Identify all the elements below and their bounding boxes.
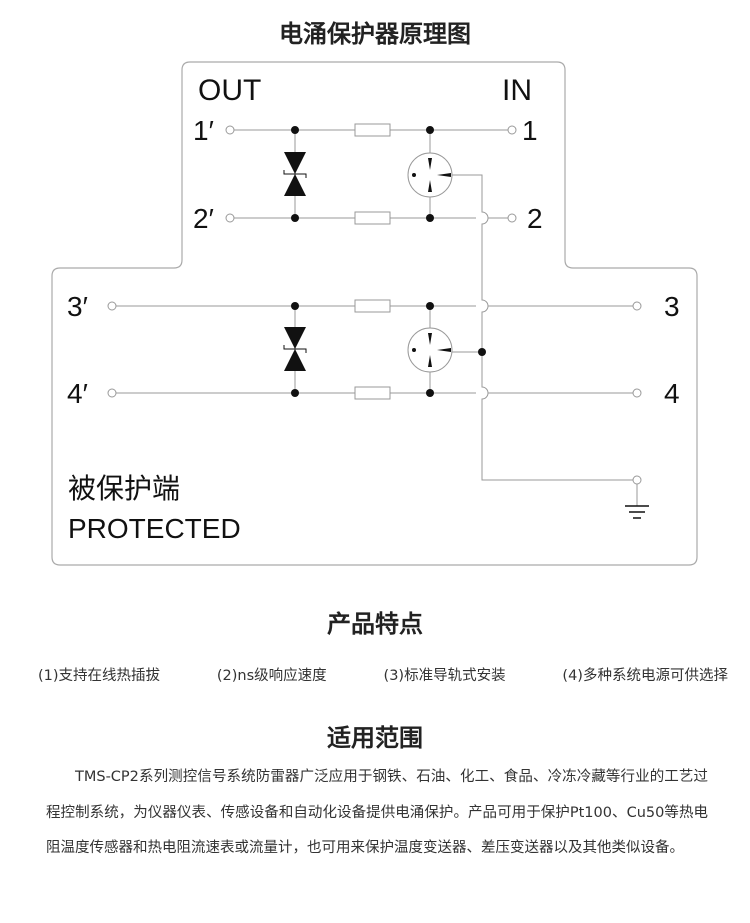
gas-discharge-tube-icon	[407, 152, 453, 198]
out-terminal-1: 1′	[193, 115, 214, 146]
in-terminal-4: 4	[664, 378, 680, 409]
out-terminal-4: 4′	[67, 378, 88, 409]
scope-paragraph: TMS-CP2系列测控信号系统防雷器广泛应用于钢铁、石油、化工、食品、冷冻冷藏等…	[46, 769, 708, 856]
tvs-diode-icon	[283, 327, 307, 371]
terminals	[107, 125, 642, 485]
out-terminal-2: 2′	[193, 203, 214, 234]
protected-side-label-cn: 被保护端	[68, 472, 180, 505]
features-list: (1)支持在线热插拔 (2)ns级响应速度 (3)标准导轨式安装 (4)多种系统…	[38, 664, 728, 685]
in-label: IN	[502, 74, 532, 107]
wires	[116, 129, 638, 506]
tvs-diode-icon	[283, 152, 307, 196]
out-terminal-3: 3′	[67, 291, 88, 322]
in-terminal-3: 3	[664, 291, 680, 322]
in-terminal-1: 1	[522, 115, 538, 146]
diagram-title: 电涌保护器原理图	[279, 20, 471, 48]
feature-item: (3)标准导轨式安装	[383, 668, 506, 684]
surge-protector-schematic: OUT IN 1′ 2′ 3′ 4′ 1 2 3 4 被保护端 PROTECTE…	[51, 61, 698, 566]
scope-heading: 适用范围	[327, 724, 423, 752]
out-label: OUT	[198, 74, 261, 107]
feature-item: (1)支持在线热插拔	[38, 668, 161, 684]
junction-dots	[291, 126, 486, 397]
protected-side-label-en: PROTECTED	[68, 513, 241, 544]
feature-item: (2)ns级响应速度	[216, 668, 327, 684]
features-heading: 产品特点	[327, 610, 423, 638]
ground-icon	[625, 505, 649, 519]
in-terminal-2: 2	[527, 203, 543, 234]
gas-discharge-tube-icon	[407, 327, 453, 373]
resistors	[354, 123, 391, 400]
feature-item: (4)多种系统电源可供选择	[562, 668, 728, 684]
enclosure-outline	[51, 61, 698, 566]
